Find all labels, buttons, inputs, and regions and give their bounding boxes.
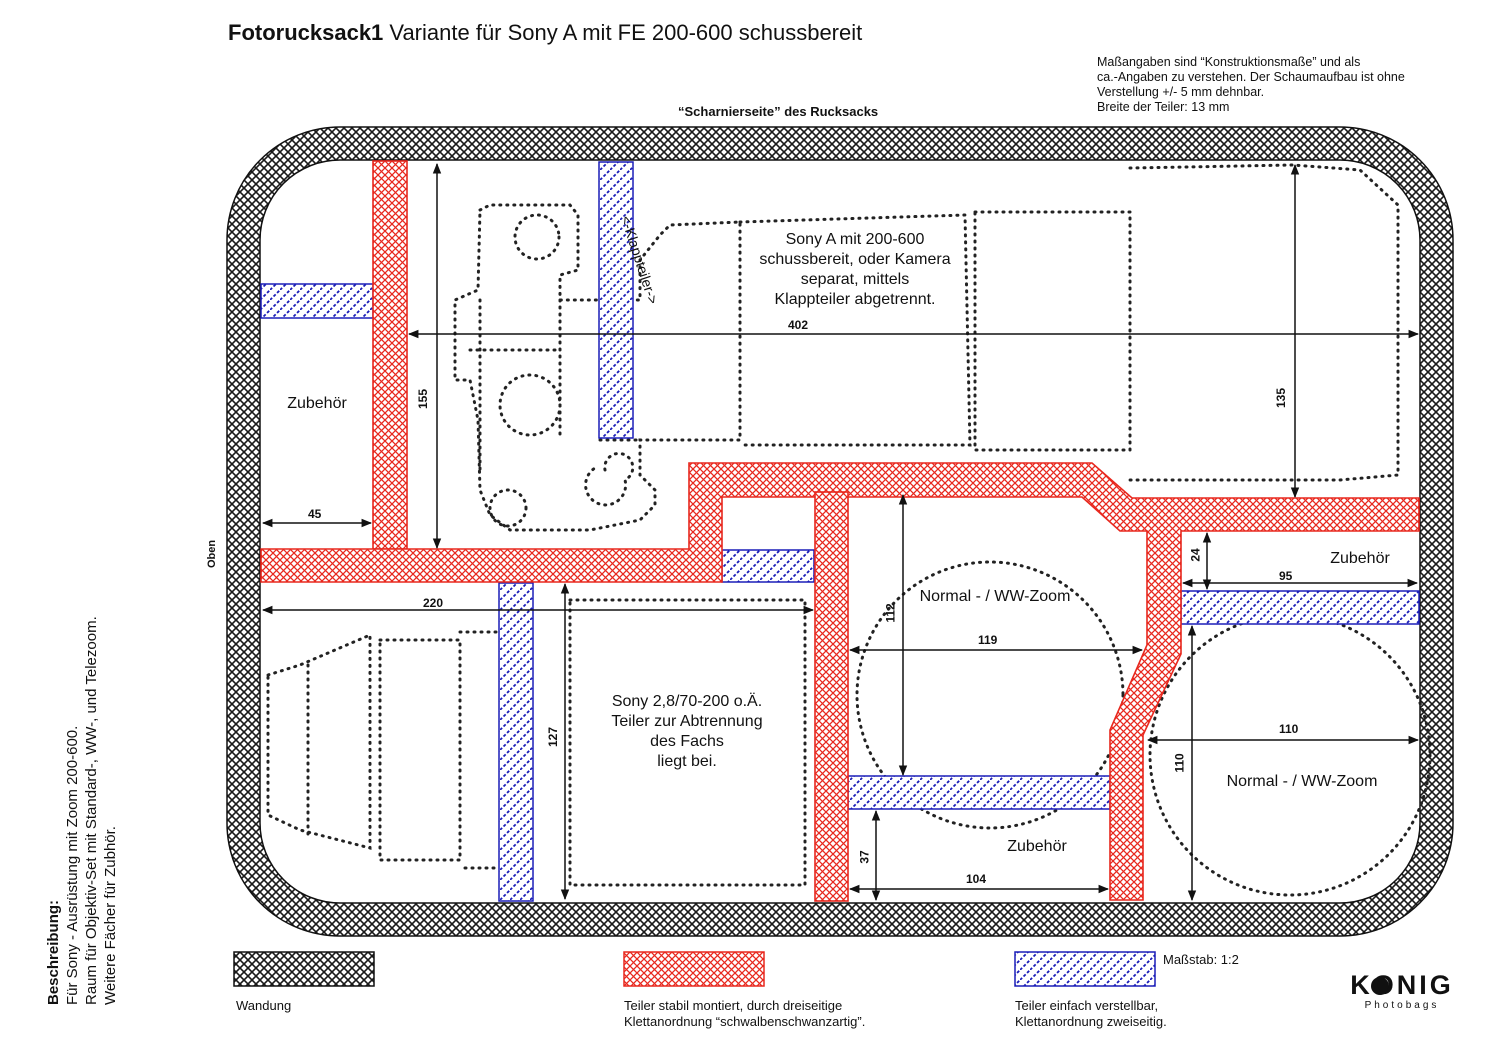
legend-wall-label: Wandung <box>236 998 292 1013</box>
adjustable-divider <box>1180 590 1420 625</box>
camera-grip <box>584 451 635 507</box>
hinge-side-label: “Scharnierseite” des Rucksacks <box>678 104 879 119</box>
dimension-119: 119 <box>978 633 998 647</box>
dimension-110-horizontal: 110 <box>1279 722 1299 736</box>
fixed-divider <box>814 491 849 902</box>
outer-wall <box>226 126 1454 937</box>
legend-adjustable-label: Teiler einfach verstellbar, Klettanordnu… <box>1015 998 1167 1029</box>
dimension-110-vertical: 110 <box>1172 753 1187 773</box>
camera-dial <box>498 373 562 437</box>
dimension-155: 155 <box>416 388 431 410</box>
adjustable-divider <box>260 283 374 319</box>
label-camera-compartment: Sony A mit 200-600 schussbereit, oder Ka… <box>759 231 951 308</box>
fixed-dividers <box>260 160 1420 902</box>
adjustable-dividers <box>260 161 1420 902</box>
label-zubehoer-bottom: Zubehör <box>1007 838 1067 855</box>
logo-brand: KONIG <box>1350 970 1454 1000</box>
note-line: Verstellung +/- 5 mm dehnbar. <box>1097 85 1265 99</box>
dimension-104: 104 <box>966 872 987 886</box>
dimension-127: 127 <box>546 726 561 748</box>
camera-outline <box>453 203 742 532</box>
lens-barrel-outline <box>973 210 1132 452</box>
legend-swatch-adjustable <box>1014 951 1156 987</box>
legend-swatch-wall <box>233 951 375 987</box>
legend-fixed-label: Teiler stabil montiert, durch dreiseitig… <box>624 998 866 1029</box>
label-lens-70-200: Sony 2,8/70-200 o.Ä. Teiler zur Abtrennu… <box>611 693 763 770</box>
dimension-lines <box>261 162 1420 902</box>
scale-label: Maßstab: 1:2 <box>1163 952 1239 967</box>
dimension-24: 24 <box>1188 548 1203 562</box>
lens-hood-outline <box>738 213 972 447</box>
adjustable-divider <box>498 582 534 902</box>
adjustable-divider <box>847 775 1111 810</box>
dimension-95: 95 <box>1279 569 1293 583</box>
adjustable-divider <box>721 549 815 583</box>
fixed-divider <box>372 160 408 550</box>
gear-outlines <box>266 163 1432 897</box>
dimension-220: 220 <box>423 596 444 610</box>
brand-logo: KONIG Photobags <box>1348 970 1456 1012</box>
logo-subtitle: Photobags <box>1364 1000 1440 1011</box>
logo-mark <box>1371 977 1389 995</box>
label-normal-zoom-1: Normal - / WW-Zoom <box>919 588 1071 605</box>
page-title: Fotorucksack1 Variante für Sony A mit FE… <box>228 20 863 45</box>
dimension-37: 37 <box>857 850 872 864</box>
lens-front-outline <box>1128 163 1400 482</box>
dimension-402: 402 <box>788 318 809 332</box>
dimension-135: 135 <box>1274 387 1289 409</box>
camera-dial <box>488 488 528 528</box>
camera-dial <box>513 213 561 261</box>
label-normal-zoom-2: Normal - / WW-Zoom <box>1226 773 1378 790</box>
normal-zoom-1-outline <box>855 560 1125 830</box>
label-zubehoer-left: Zubehör <box>287 395 347 412</box>
lens-70-200-outline <box>266 598 807 887</box>
note-line: ca.-Angaben zu verstehen. Der Schaumaufb… <box>1097 70 1405 84</box>
label-zubehoer-right: Zubehör <box>1330 550 1390 567</box>
note-line: Breite der Teiler: 13 mm <box>1097 100 1230 114</box>
note-line: Maßangaben sind “Konstruktionsmaße” und … <box>1097 55 1361 69</box>
legend-swatch-fixed <box>623 951 765 987</box>
measurement-note: Maßangaben sind “Konstruktionsmaße” und … <box>1097 55 1405 115</box>
adjustable-divider <box>598 161 634 439</box>
dimension-45: 45 <box>308 507 322 521</box>
dimension-112: 112 <box>883 603 898 623</box>
